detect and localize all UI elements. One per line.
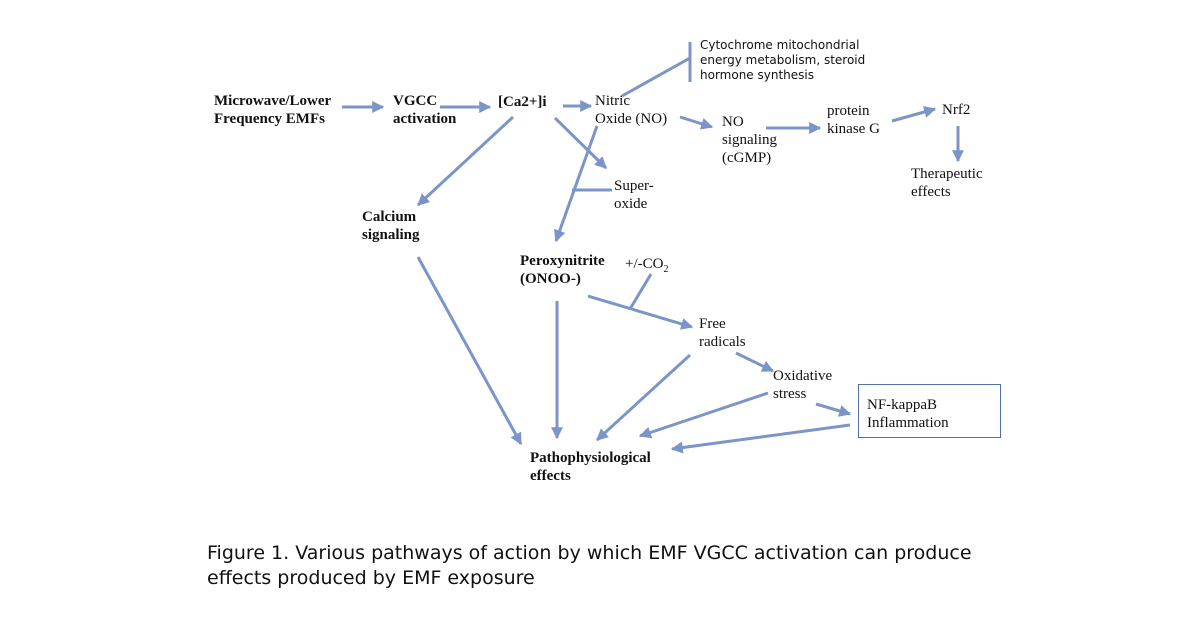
node-vgcc-line1: VGCC (393, 93, 438, 109)
node-patho-line1: Pathophysiological (530, 450, 651, 466)
arrow-no-to-peroxynitrite (553, 125, 599, 243)
node-no-line1: Nitric (595, 93, 630, 109)
node-cyto-line3: hormone synthesis (700, 68, 814, 82)
arrow-peroxynitrite-to-freeradicals (587, 294, 694, 330)
node-patho-line2: effects (530, 468, 571, 484)
node-pathophysiological: Pathophysiological effects (530, 449, 651, 485)
arrow-no-to-nosig (679, 115, 714, 130)
node-peroxy-line2: (ONOO-) (520, 271, 581, 287)
arrow-oxstress-to-patho (638, 391, 769, 439)
node-calcium-line1: Calcium (362, 209, 417, 225)
node-protein-kinase-g: protein kinase G (827, 102, 880, 138)
node-freerad-line2: radicals (699, 334, 746, 350)
node-peroxynitrite: Peroxynitrite (ONOO-) (520, 252, 605, 288)
node-nosig-line3: (cGMP) (722, 150, 772, 166)
caption-line1: Figure 1. Various pathways of action by … (207, 542, 972, 564)
node-co2: +/-CO2 (625, 255, 669, 275)
node-nrf2-label: Nrf2 (942, 102, 971, 118)
node-peroxy-line1: Peroxynitrite (520, 253, 605, 269)
node-pkg-line2: kinase G (827, 121, 880, 137)
node-superoxide-line1: Super- (614, 178, 654, 194)
node-thera-line1: Therapeutic (911, 166, 983, 182)
node-emf-line2: Frequency EMFs (214, 111, 325, 127)
arrow-oxstress-to-nfkb (815, 402, 852, 417)
node-calcium-signaling: Calcium signaling (362, 208, 420, 244)
node-nosig-line2: signaling (722, 132, 777, 148)
node-cyto-line2: energy metabolism, steroid (700, 53, 866, 67)
node-co2-prefix: +/-CO (625, 256, 664, 272)
caption-line2: effects produced by EMF exposure (207, 567, 535, 589)
node-nfkb-box: NF-kappaB Inflammation (858, 384, 1001, 438)
node-therapeutic: Therapeutic effects (911, 165, 983, 201)
node-pkg-line1: protein (827, 103, 870, 119)
figure-caption: Figure 1. Various pathways of action by … (207, 541, 1107, 591)
arrow-nfkb-to-patho (670, 423, 851, 454)
node-no-line2: Oxide (NO) (595, 111, 668, 127)
node-nosig-line1: NO (722, 114, 744, 130)
node-oxstress-line2: stress (773, 386, 807, 402)
node-calcium-line2: signaling (362, 227, 420, 243)
arrow-calcium-to-patho (416, 256, 523, 446)
node-calcium-ion: [Ca2+]i (498, 93, 547, 111)
node-vgcc: VGCC activation (393, 92, 456, 128)
node-no-signaling: NO signaling (cGMP) (722, 113, 777, 167)
node-emf-line1: Microwave/Lower (214, 93, 332, 109)
node-free-radicals: Free radicals (699, 315, 746, 351)
arrow-freeradicals-to-patho (595, 353, 692, 442)
arrow-ca-to-calcium-signaling (416, 115, 515, 207)
node-superoxide-line2: oxide (614, 196, 648, 212)
node-nfkb-line1: NF-kappaB (867, 397, 937, 413)
line-co2-join (628, 273, 653, 310)
line-no-to-cyto (621, 56, 691, 98)
node-vgcc-line2: activation (393, 111, 457, 127)
node-emf: Microwave/Lower Frequency EMFs (214, 92, 331, 128)
node-calcium-ion-label: [Ca2+]i (498, 94, 547, 110)
node-cytochrome: Cytochrome mitochondrial energy metaboli… (700, 38, 865, 83)
node-nitric-oxide: Nitric Oxide (NO) (595, 92, 667, 128)
arrow-freeradicals-to-oxstress (735, 351, 775, 373)
arrow-ca-to-superoxide (553, 116, 608, 170)
node-oxstress-line1: Oxidative (773, 368, 833, 384)
node-freerad-line1: Free (699, 316, 726, 332)
node-nfkb-line2: Inflammation (867, 415, 949, 431)
node-cyto-line1: Cytochrome mitochondrial (700, 38, 860, 52)
arrow-pkg-to-nrf2 (891, 106, 937, 123)
node-thera-line2: effects (911, 184, 951, 200)
node-co2-sub: 2 (663, 264, 669, 275)
node-oxidative-stress: Oxidative stress (773, 367, 832, 403)
node-nrf2: Nrf2 (942, 101, 970, 119)
node-superoxide: Super- oxide (614, 177, 654, 213)
